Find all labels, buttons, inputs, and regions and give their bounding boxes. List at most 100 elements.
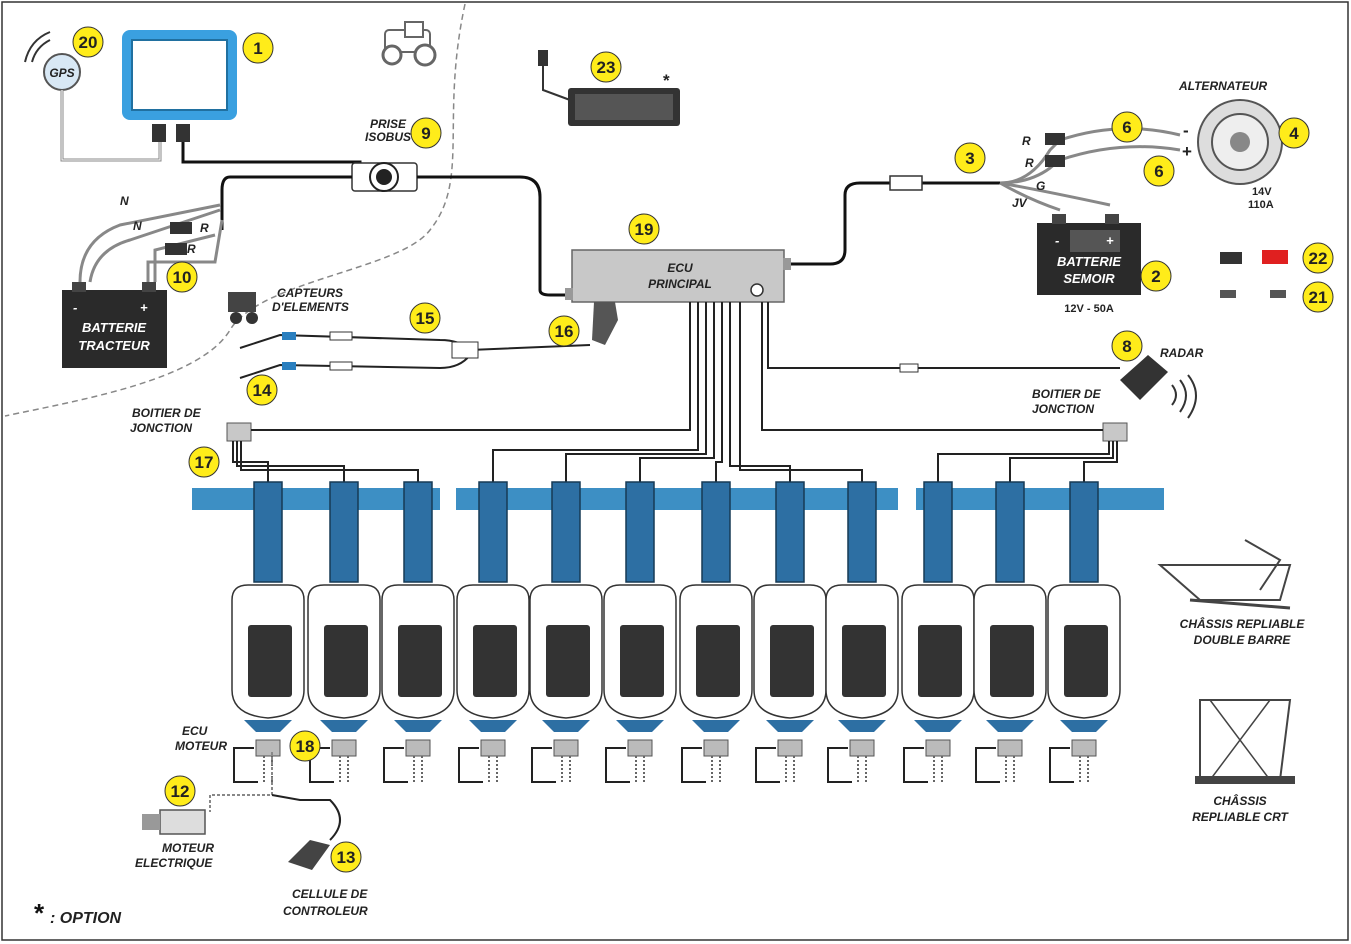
callout-number: 15 xyxy=(416,309,435,328)
callout-badge: 21 xyxy=(1302,281,1334,313)
callout-number: 22 xyxy=(1309,249,1328,268)
sensor-cell-icon xyxy=(288,840,330,870)
wire-jv: JV xyxy=(1012,196,1028,210)
callout-badge: 4 xyxy=(1278,117,1310,149)
seeding-unit xyxy=(231,481,305,783)
moteur-label1: MOTEUR xyxy=(162,841,214,855)
alt-plus: + xyxy=(1182,142,1192,161)
callout-badge: 10 xyxy=(166,261,198,293)
seeding-unit xyxy=(901,481,975,783)
beam-right xyxy=(916,488,1164,510)
callout-badge: 20 xyxy=(72,26,104,58)
alt-volt: 14V xyxy=(1252,186,1272,198)
seeding-unit xyxy=(1047,481,1121,783)
cellule-label1: CELLULE DE xyxy=(292,887,368,901)
radar-icon xyxy=(1120,355,1197,419)
callout-badge: 16 xyxy=(548,315,580,347)
alt-minus: - xyxy=(1183,121,1189,140)
wire-r2: R xyxy=(187,242,196,256)
callout-number: 12 xyxy=(171,782,190,801)
junction-box-right xyxy=(1102,422,1128,442)
batterie-semoir-label2: SEMOIR xyxy=(1063,271,1115,286)
callout-badge: 23 xyxy=(590,51,622,83)
chassis-double-label1: CHÂSSIS REPLIABLE xyxy=(1180,616,1306,631)
wire-n2: N xyxy=(133,219,142,233)
fuse-icons xyxy=(1220,250,1288,298)
boitier-right-label2: JONCTION xyxy=(1032,402,1094,416)
ecu-moteur-label2: MOTEUR xyxy=(175,739,227,753)
callout-badge: 18 xyxy=(289,730,321,762)
gps-label: GPS xyxy=(49,66,74,80)
ecu-principal: ECU PRINCIPAL xyxy=(565,249,791,303)
wire-r4: R xyxy=(1025,156,1034,170)
ecu-connector-16 xyxy=(592,302,618,345)
callout-badge: 6 xyxy=(1143,155,1175,187)
seeder-battery: - + BATTERIE SEMOIR xyxy=(1037,214,1141,295)
batterie-semoir-spec: 12V - 50A xyxy=(1064,303,1114,315)
prise-label: PRISE xyxy=(370,117,407,131)
callout-badge: 6 xyxy=(1111,111,1143,143)
seeding-unit xyxy=(679,481,753,783)
radar-label: RADAR xyxy=(1160,346,1204,360)
option-star: * xyxy=(34,898,45,928)
chassis-crt-icon xyxy=(1195,699,1295,784)
ecu-moteur-label1: ECU xyxy=(182,724,208,738)
seeding-unit xyxy=(381,481,455,783)
option-star-module: * xyxy=(663,71,670,90)
ecu-principal-label1: ECU xyxy=(667,261,693,275)
boitier-right-label1: BOITIER DE xyxy=(1032,387,1102,401)
callout-number: 6 xyxy=(1154,162,1163,181)
callout-badge: 14 xyxy=(246,374,278,406)
beam-center xyxy=(456,488,898,510)
callout-badge: 15 xyxy=(409,302,441,334)
chassis-double-icon xyxy=(1157,539,1292,610)
alt-amp: 110A xyxy=(1248,199,1274,211)
callout-badge: 12 xyxy=(164,775,196,807)
seeding-unit xyxy=(307,481,381,783)
seeding-unit xyxy=(603,481,677,783)
gps-icon: GPS xyxy=(24,31,81,91)
cellule-label2: CONTROLEUR xyxy=(283,904,368,918)
seeding-unit xyxy=(529,481,603,783)
callout-badge: 3 xyxy=(954,142,986,174)
callout-number: 2 xyxy=(1151,267,1160,286)
wire-g: G xyxy=(1036,179,1045,193)
callout-number: 14 xyxy=(253,381,272,400)
wire-n1: N xyxy=(120,194,129,208)
junction-box-left xyxy=(226,422,252,442)
callout-badge: 1 xyxy=(242,32,274,64)
callout-number: 21 xyxy=(1309,288,1328,307)
option-text: : OPTION xyxy=(50,910,122,927)
callout-number: 19 xyxy=(635,220,654,239)
callout-number: 23 xyxy=(597,58,616,77)
capteurs-label2: D'ELEMENTS xyxy=(272,300,349,314)
beam-left xyxy=(192,488,440,510)
option-module-icon xyxy=(538,50,680,126)
callout-number: 16 xyxy=(555,322,574,341)
batterie-tracteur-label1: BATTERIE xyxy=(82,320,146,335)
callout-number: 6 xyxy=(1122,118,1131,137)
wire-r1: R xyxy=(200,221,209,235)
callout-badge: 17 xyxy=(188,446,220,478)
wire-r3: R xyxy=(1022,134,1031,148)
seeder-unit-icon xyxy=(228,292,258,324)
callout-number: 17 xyxy=(195,453,214,472)
minus-seeder: - xyxy=(1055,233,1059,248)
callout-number: 4 xyxy=(1289,124,1299,143)
callout-badge: 22 xyxy=(1302,242,1334,274)
ecu-to-units-wires xyxy=(232,302,1118,488)
callout-badge: 13 xyxy=(330,841,362,873)
boitier-left-label1: BOITIER DE xyxy=(132,406,202,420)
moteur-label2: ELECTRIQUE xyxy=(135,856,213,870)
seeding-units xyxy=(231,481,1121,783)
tablet-icon xyxy=(122,30,237,142)
seeding-unit xyxy=(825,481,899,783)
capteurs-label1: CAPTEURS xyxy=(277,286,343,300)
plus-seeder: + xyxy=(1106,233,1114,248)
callout-number: 13 xyxy=(337,848,356,867)
callout-badge: 19 xyxy=(628,213,660,245)
boitier-left-label2: JONCTION xyxy=(130,421,192,435)
tractor-battery: - + BATTERIE TRACTEUR xyxy=(62,282,167,368)
